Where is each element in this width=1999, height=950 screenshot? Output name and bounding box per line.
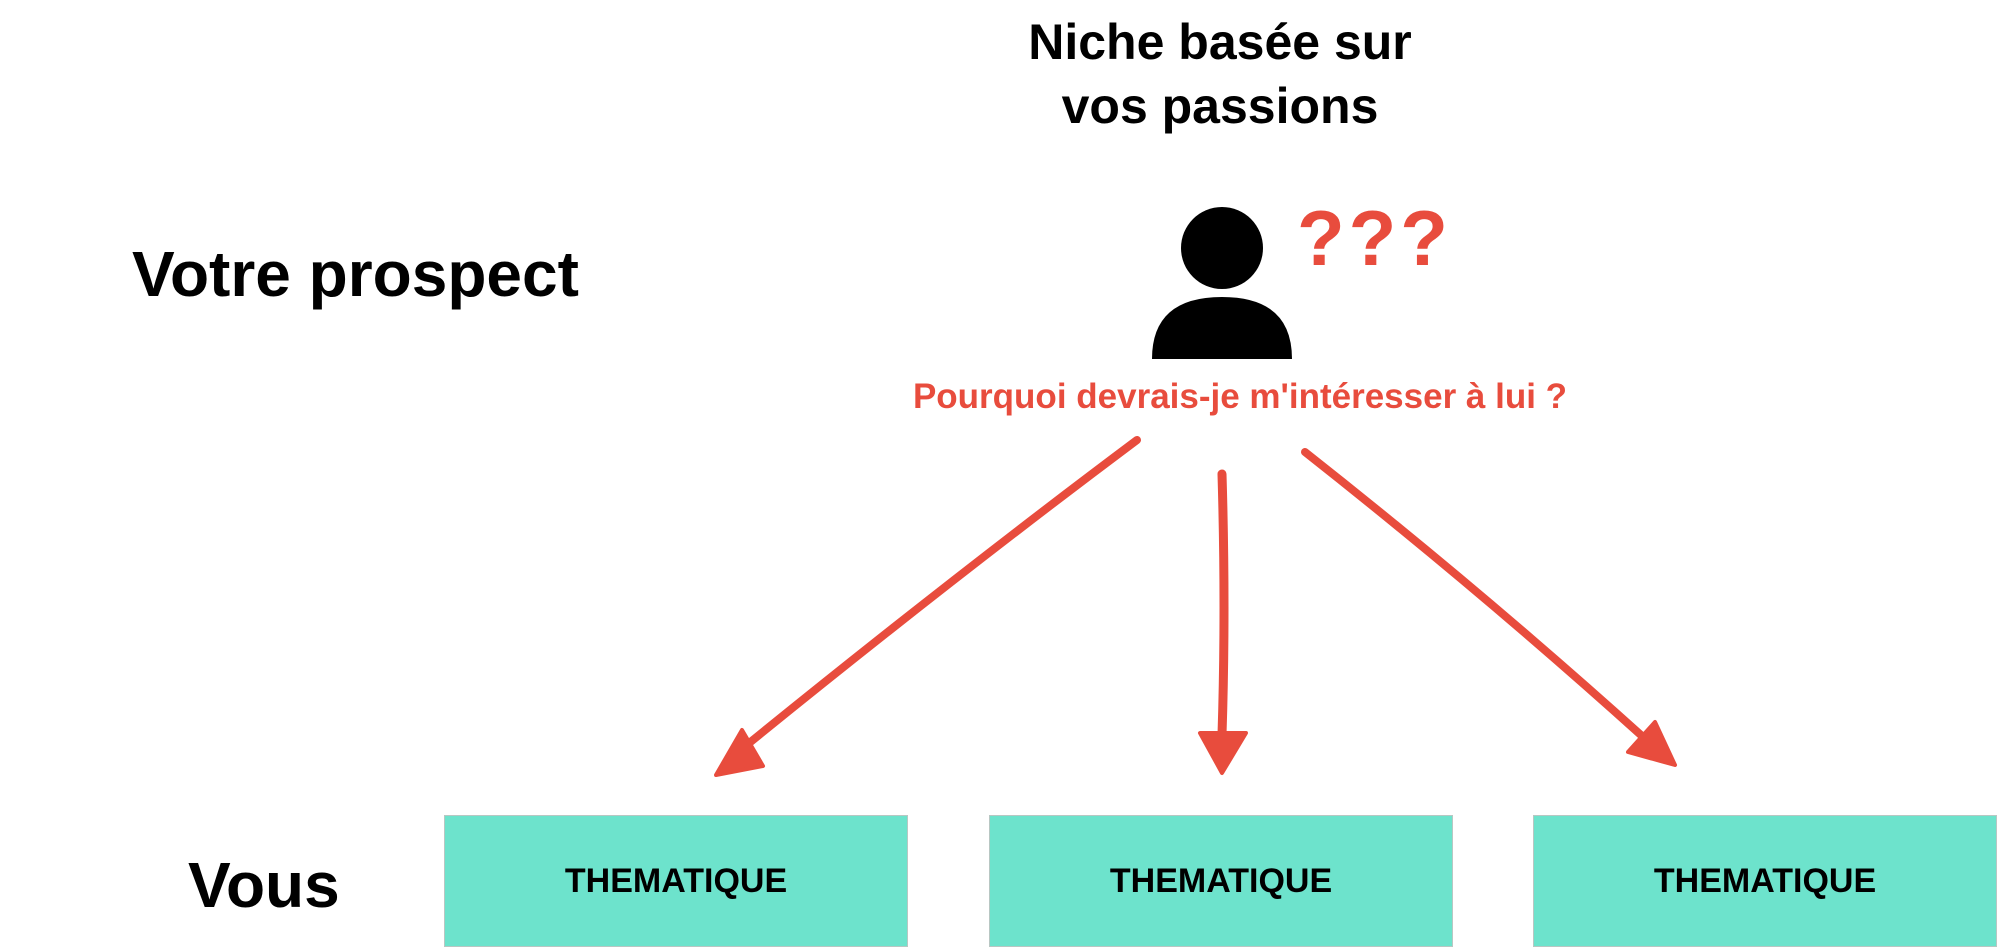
arrow-right <box>1301 448 1677 767</box>
title-line-1: Niche basée sur <box>1028 14 1412 70</box>
arrow-left <box>714 436 1141 777</box>
theme-box-3: THEMATIQUE <box>1533 815 1997 947</box>
person-head <box>1181 207 1263 289</box>
question-marks: ??? <box>1297 194 1452 282</box>
prospect-label: Votre prospect <box>132 238 579 310</box>
theme-box-2: THEMATIQUE <box>989 815 1453 947</box>
theme-box-1: THEMATIQUE <box>444 815 908 947</box>
title-line-2: vos passions <box>1061 78 1379 134</box>
theme-label: THEMATIQUE <box>1109 861 1333 900</box>
you-label: Vous <box>188 849 340 921</box>
arrow-center <box>1198 469 1248 775</box>
prospect-question: Pourquoi devrais-je m'intéresser à lui ? <box>912 377 1568 416</box>
person-body <box>1152 297 1292 359</box>
person-icon <box>1152 207 1292 359</box>
page-title: Niche basée sur vos passions <box>950 10 1490 138</box>
theme-label: THEMATIQUE <box>1653 861 1877 900</box>
theme-label: THEMATIQUE <box>564 861 788 900</box>
